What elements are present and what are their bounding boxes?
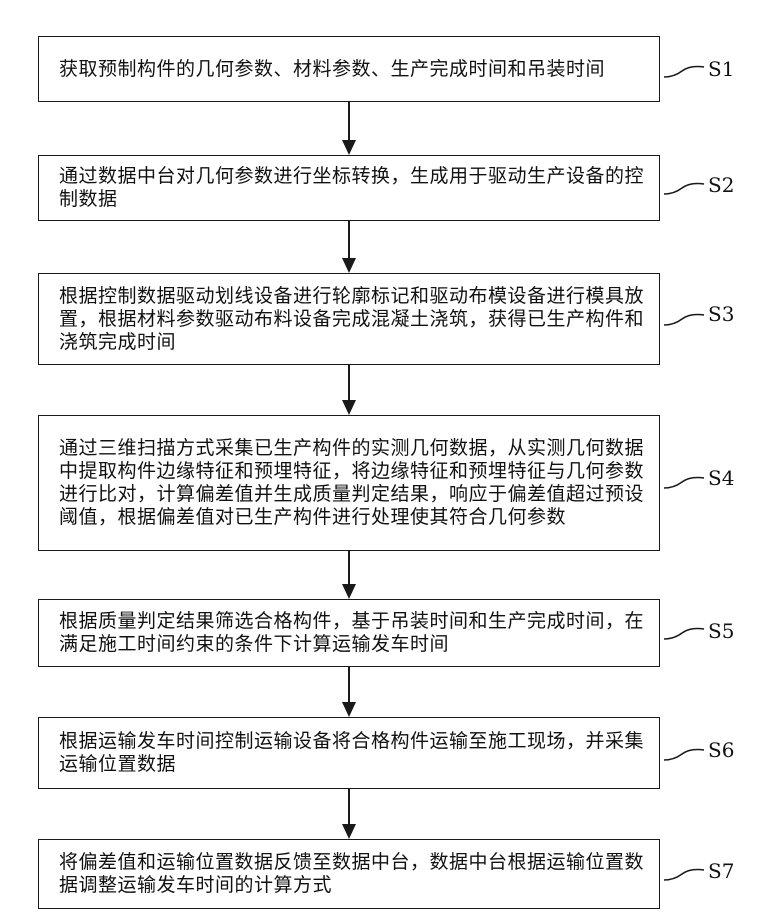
step-box-s2: 通过数据中台对几何参数进行坐标转换，生成用于驱动生产设备的控制数据 bbox=[38, 155, 660, 221]
step-text-s3: 根据控制数据驱动划线设备进行轮廓标记和驱动布模设备进行模具放置，根据材料参数驱动… bbox=[39, 285, 659, 354]
step-box-s4: 通过三维扫描方式采集已生产构件的实测几何数据，从实测几何数据中提取构件边缘特征和… bbox=[38, 415, 660, 551]
step-label-s4: S4 bbox=[708, 466, 734, 490]
step-box-s7: 将偏差值和运输位置数据反馈至数据中台，数据中台根据运输位置数据调整运输发车时间的… bbox=[38, 839, 660, 909]
leader-line-s7 bbox=[662, 864, 706, 884]
step-label-s7: S7 bbox=[708, 859, 734, 883]
leader-line-s3 bbox=[662, 309, 706, 329]
step-box-s1: 获取预制构件的几何参数、材料参数、生产完成时间和吊装时间 bbox=[38, 36, 660, 102]
flow-arrow-1 bbox=[339, 102, 359, 155]
leader-line-s1 bbox=[662, 61, 706, 81]
flow-arrow-2 bbox=[339, 221, 359, 273]
leader-line-s6 bbox=[662, 744, 706, 764]
step-box-s3: 根据控制数据驱动划线设备进行轮廓标记和驱动布模设备进行模具放置，根据材料参数驱动… bbox=[38, 273, 660, 365]
step-box-s6: 根据运输发车时间控制运输设备将合格构件运输至施工现场，并采集运输位置数据 bbox=[38, 717, 660, 789]
step-label-s5: S5 bbox=[708, 619, 734, 643]
flow-arrow-6 bbox=[339, 789, 359, 839]
flow-arrow-4 bbox=[339, 551, 359, 599]
step-box-s5: 根据质量判定结果筛选合格构件，基于吊装时间和生产完成时间，在满足施工时间约束的条… bbox=[38, 599, 660, 667]
step-label-s3: S3 bbox=[708, 302, 734, 326]
step-label-s6: S6 bbox=[708, 738, 734, 762]
step-label-s1: S1 bbox=[708, 57, 734, 81]
step-text-s6: 根据运输发车时间控制运输设备将合格构件运输至施工现场，并采集运输位置数据 bbox=[39, 730, 659, 776]
leader-line-s5 bbox=[662, 623, 706, 643]
step-text-s1: 获取预制构件的几何参数、材料参数、生产完成时间和吊装时间 bbox=[39, 58, 619, 81]
leader-line-s4 bbox=[662, 472, 706, 492]
flow-arrow-3 bbox=[339, 365, 359, 415]
step-text-s2: 通过数据中台对几何参数进行坐标转换，生成用于驱动生产设备的控制数据 bbox=[39, 165, 659, 211]
leader-line-s2 bbox=[662, 178, 706, 198]
step-text-s7: 将偏差值和运输位置数据反馈至数据中台，数据中台根据运输位置数据调整运输发车时间的… bbox=[39, 851, 659, 897]
step-label-s2: S2 bbox=[708, 173, 734, 197]
flow-arrow-5 bbox=[339, 667, 359, 717]
step-text-s5: 根据质量判定结果筛选合格构件，基于吊装时间和生产完成时间，在满足施工时间约束的条… bbox=[39, 610, 659, 656]
step-text-s4: 通过三维扫描方式采集已生产构件的实测几何数据，从实测几何数据中提取构件边缘特征和… bbox=[39, 437, 659, 529]
